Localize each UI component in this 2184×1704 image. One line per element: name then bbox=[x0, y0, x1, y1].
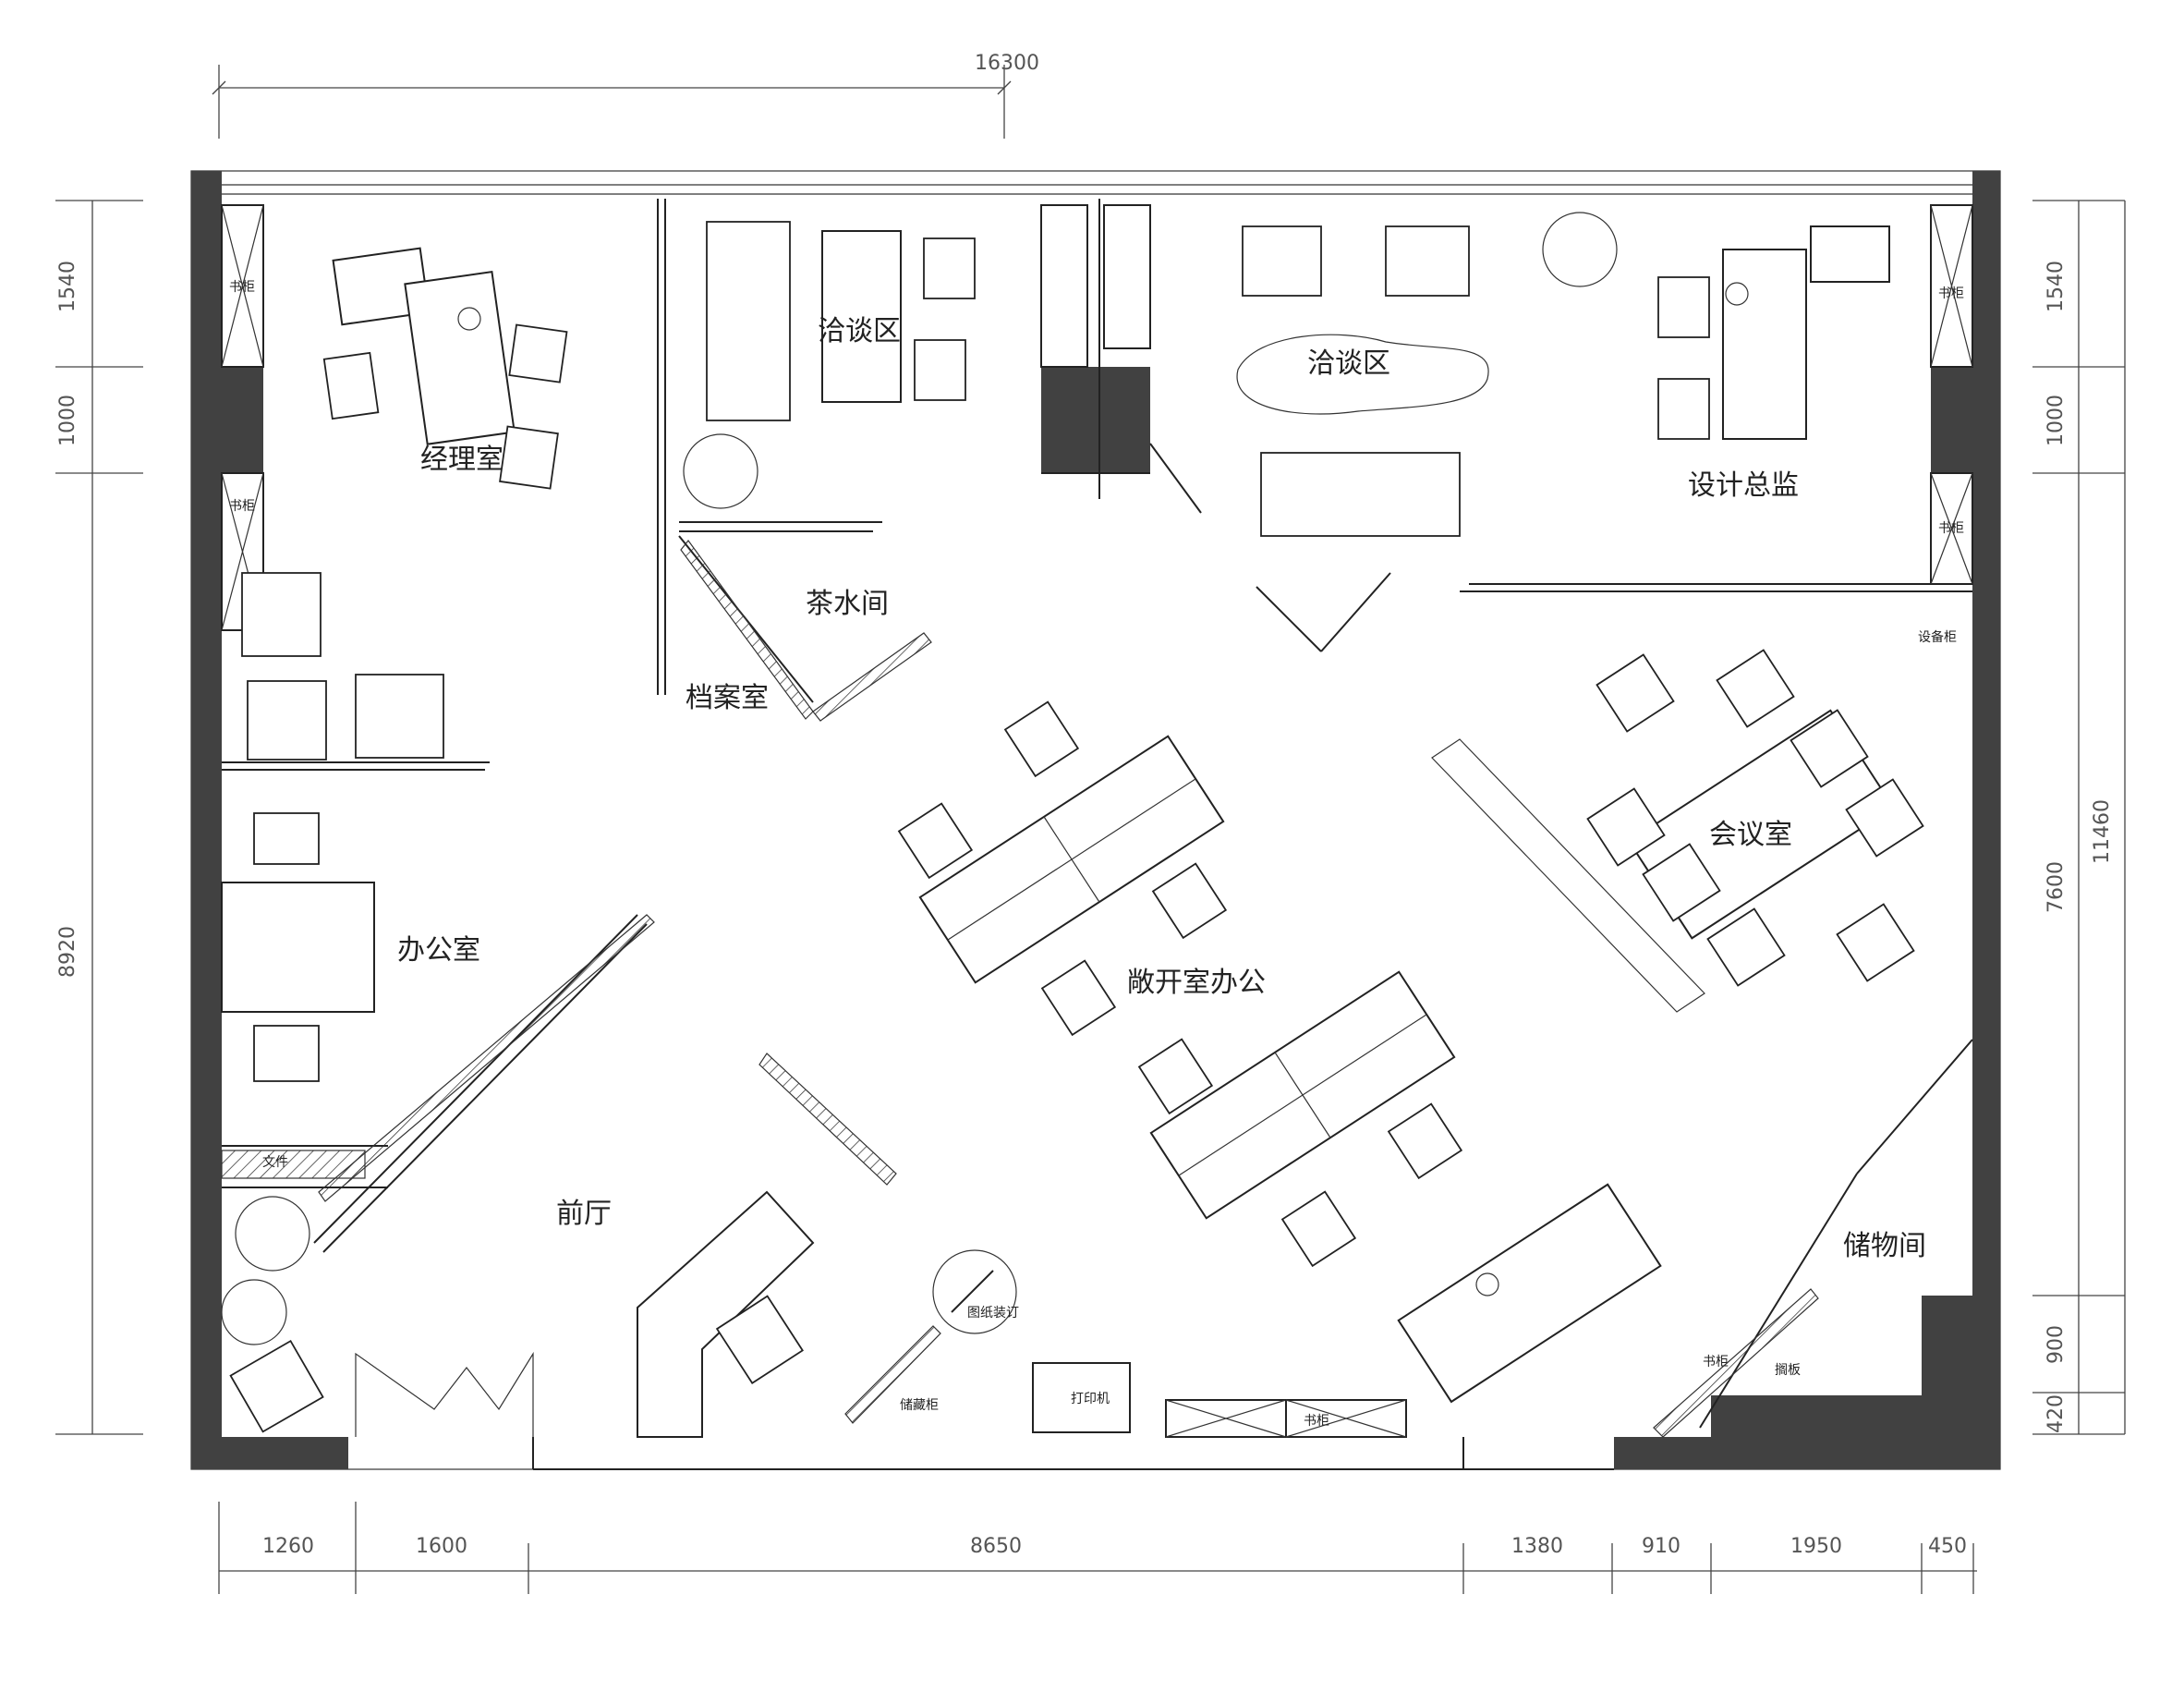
label-bookcase-bottom-right: 书柜 bbox=[1703, 1355, 1729, 1369]
label-bookcase-bottom: 书柜 bbox=[1304, 1414, 1329, 1429]
dim-right-2: 1000 bbox=[2044, 395, 2068, 446]
room-label-negotiation-right: 洽谈区 bbox=[1307, 347, 1390, 380]
dim-right-1: 1540 bbox=[2044, 261, 2068, 312]
dimension-lines bbox=[55, 65, 2126, 1594]
hatched-partitions bbox=[221, 540, 1819, 1438]
room-label-meeting-room: 会议室 bbox=[1709, 819, 1792, 851]
label-bookcase-mid-left: 书柜 bbox=[229, 499, 255, 514]
dim-right-outer: 11460 bbox=[2091, 799, 2114, 864]
dim-bottom-1: 1260 bbox=[262, 1535, 314, 1558]
label-printer: 打印机 bbox=[1071, 1391, 1110, 1406]
label-shelf-board: 搁板 bbox=[1775, 1363, 1801, 1378]
dim-top-total: 16300 bbox=[975, 52, 1039, 75]
dim-bottom-6: 1950 bbox=[1790, 1535, 1842, 1558]
dim-bottom-3: 8650 bbox=[970, 1535, 1022, 1558]
room-label-manager-office: 经理室 bbox=[420, 444, 504, 476]
room-label-tea-room: 茶水间 bbox=[806, 588, 889, 620]
dim-right-3: 7600 bbox=[2044, 861, 2068, 913]
dim-left-2: 1000 bbox=[56, 395, 79, 446]
label-drawing-binding: 图纸装订 bbox=[967, 1306, 1019, 1321]
furniture bbox=[221, 212, 1924, 1469]
room-label-archive-room: 档案室 bbox=[686, 682, 769, 714]
cabinets bbox=[221, 204, 1973, 1438]
dim-left-1: 1540 bbox=[56, 261, 79, 312]
label-storage-cabinet: 储藏柜 bbox=[900, 1398, 939, 1413]
dim-right-5: 420 bbox=[2044, 1394, 2068, 1433]
dim-bottom-7: 450 bbox=[1928, 1535, 1967, 1558]
room-label-front-hall: 前厅 bbox=[556, 1198, 612, 1230]
dim-bottom-4: 1380 bbox=[1511, 1535, 1563, 1558]
room-label-office: 办公室 bbox=[397, 934, 480, 967]
room-label-open-office: 敞开室办公 bbox=[1127, 967, 1266, 999]
room-label-storage-room: 储物间 bbox=[1843, 1230, 1926, 1262]
label-bookcase-top-right: 书柜 bbox=[1938, 286, 1964, 301]
dim-bottom-2: 1600 bbox=[416, 1535, 467, 1558]
room-label-design-director: 设计总监 bbox=[1688, 469, 1799, 502]
dim-bottom-5: 910 bbox=[1642, 1535, 1680, 1558]
dim-right-4: 900 bbox=[2044, 1325, 2068, 1364]
label-bookcase-mid-right: 书柜 bbox=[1938, 521, 1964, 536]
outer-walls bbox=[190, 170, 2001, 1470]
room-label-negotiation-left: 洽谈区 bbox=[818, 315, 901, 347]
label-bookcase-top-left: 书柜 bbox=[229, 280, 255, 295]
label-files: 文件 bbox=[262, 1155, 288, 1170]
dim-left-outer: 8920 bbox=[56, 926, 79, 978]
label-equipment-cabinet: 设备柜 bbox=[1918, 629, 1957, 645]
